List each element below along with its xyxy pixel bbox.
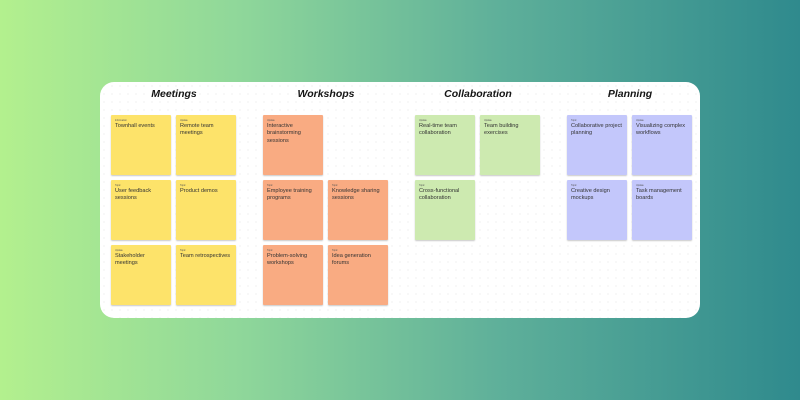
note-text: Remote team meetings: [180, 123, 214, 137]
note-text: Employee training programs: [267, 188, 312, 202]
sticky-note[interactable]: Topic User feedback sessions: [111, 180, 171, 240]
sticky-note[interactable]: Topic Employee training programs: [263, 180, 323, 240]
sticky-note[interactable]: Update Visualizing complex workflows: [632, 115, 692, 175]
note-text: Team retrospectives: [180, 253, 231, 259]
note-tag: Topic: [115, 184, 121, 187]
note-text: Visualizing complex workflows: [636, 123, 686, 137]
note-tag: Topic: [180, 249, 186, 252]
note-tag: Update: [419, 119, 427, 122]
note-tag: Topic: [180, 184, 186, 187]
note-tag: Topic: [267, 249, 273, 252]
note-tag: Topic: [571, 184, 577, 187]
sticky-note[interactable]: Topic Idea generation forums: [328, 245, 388, 305]
note-tag: Update: [636, 119, 644, 122]
note-text: Task management boards: [636, 188, 682, 202]
note-text: Stakeholder meetings: [115, 253, 145, 267]
note-tag: Update: [180, 119, 188, 122]
note-text: Creative design mockups: [571, 188, 610, 202]
note-tag: Topic: [332, 184, 338, 187]
sticky-note[interactable]: Topic Product demos: [176, 180, 236, 240]
note-text: Idea generation forums: [332, 253, 371, 267]
sticky-note[interactable]: Topic Problem-solving workshops: [263, 245, 323, 305]
sticky-note[interactable]: Update Stakeholder meetings: [111, 245, 171, 305]
note-tag: Update: [484, 119, 492, 122]
note-tag: Update: [636, 184, 644, 187]
note-tag: Topic: [267, 184, 273, 187]
note-text: Problem-solving workshops: [267, 253, 308, 267]
sticky-note[interactable]: Topic Team retrospectives: [176, 245, 236, 305]
sticky-note[interactable]: Update Real-time team collaboration: [415, 115, 475, 175]
sticky-note[interactable]: Topic Collaborative project planning: [567, 115, 627, 175]
sticky-note[interactable]: Information Townhall events: [111, 115, 171, 175]
column-title-planning: Planning: [607, 88, 653, 100]
note-tag: Topic: [571, 119, 577, 122]
note-tag: Topic: [332, 249, 338, 252]
note-text: Interactive brainstorming sessions: [267, 123, 301, 144]
sticky-note[interactable]: Update Remote team meetings: [176, 115, 236, 175]
sticky-note[interactable]: Topic Creative design mockups: [567, 180, 627, 240]
note-tag: Update: [267, 119, 275, 122]
sticky-note[interactable]: Update Team building exercises: [480, 115, 540, 175]
note-text: Real-time team collaboration: [419, 123, 457, 137]
whiteboard-canvas[interactable]: Meetings Workshops Collaboration Plannin…: [100, 82, 700, 318]
note-tag: Update: [115, 249, 123, 252]
note-tag: Topic: [419, 184, 425, 187]
sticky-note[interactable]: Update Task management boards: [632, 180, 692, 240]
note-text: Product demos: [180, 188, 218, 194]
sticky-note[interactable]: Update Interactive brainstorming session…: [263, 115, 323, 175]
note-text: Team building exercises: [484, 123, 519, 137]
note-text: Collaborative project planning: [571, 123, 622, 137]
note-text: Cross-functional collaboration: [419, 188, 460, 202]
note-text: Townhall events: [115, 123, 155, 129]
note-tag: Information: [115, 119, 127, 122]
note-text: User feedback sessions: [115, 188, 152, 202]
column-title-meetings: Meetings: [151, 88, 197, 100]
sticky-note[interactable]: Topic Cross-functional collaboration: [415, 180, 475, 240]
column-title-collaboration: Collaboration: [444, 88, 512, 100]
column-title-workshops: Workshops: [297, 88, 355, 100]
note-text: Knowledge sharing sessions: [332, 188, 380, 202]
sticky-note[interactable]: Topic Knowledge sharing sessions: [328, 180, 388, 240]
